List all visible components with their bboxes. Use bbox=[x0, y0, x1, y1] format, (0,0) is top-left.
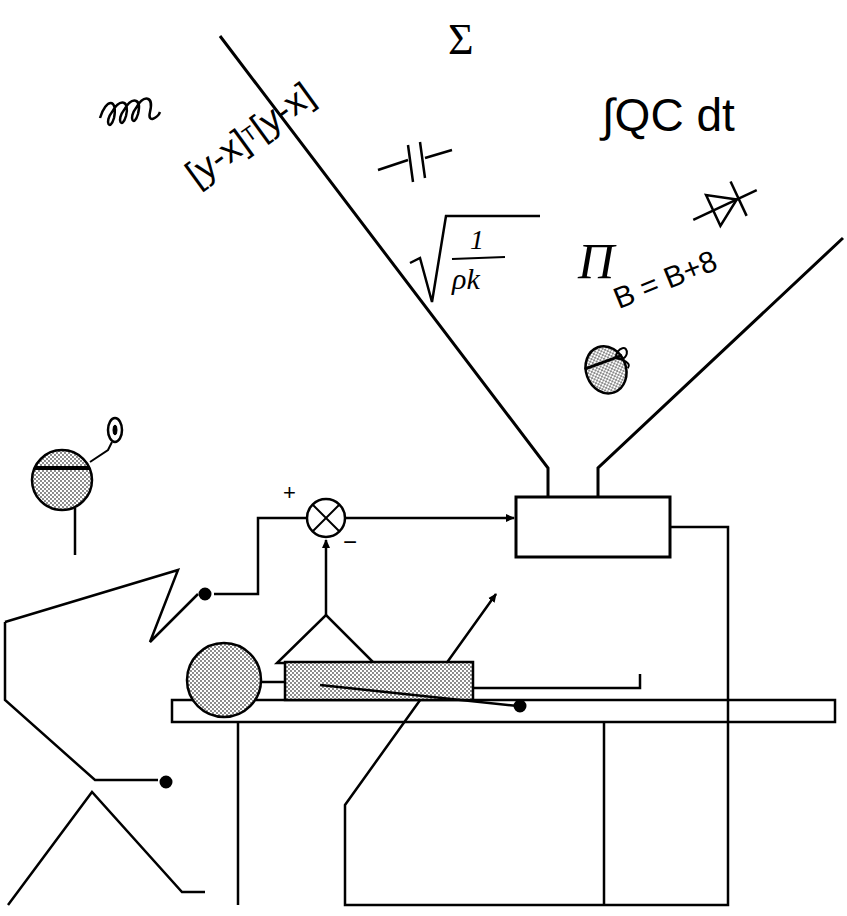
fraction-numerator: 1 bbox=[470, 226, 484, 254]
summing-cross bbox=[313, 505, 339, 531]
sensor-block bbox=[285, 662, 473, 700]
lever bbox=[320, 685, 518, 706]
eye-stalk bbox=[90, 442, 112, 462]
arm bbox=[5, 570, 198, 642]
feedback-wire bbox=[325, 540, 328, 615]
head-band bbox=[34, 466, 90, 470]
head bbox=[32, 450, 92, 510]
error-wire bbox=[345, 517, 514, 520]
integral-formula: ∫QC dt bbox=[602, 92, 735, 138]
neck bbox=[74, 508, 77, 555]
funnel bbox=[598, 238, 843, 497]
candy bbox=[579, 338, 639, 399]
table-leg bbox=[238, 722, 604, 905]
output-wire bbox=[345, 527, 728, 905]
residual-formula: [y-x]T[y-x] bbox=[179, 76, 320, 192]
knee-dot bbox=[161, 777, 171, 787]
shaft bbox=[261, 681, 285, 684]
eye bbox=[108, 418, 122, 442]
funnel bbox=[220, 36, 548, 497]
pupil bbox=[113, 425, 117, 435]
radical-sign bbox=[410, 216, 540, 302]
rod bbox=[473, 674, 640, 688]
diode-symbol bbox=[685, 173, 765, 237]
fraction-bar bbox=[452, 257, 505, 259]
capacitor-symbol bbox=[378, 142, 452, 182]
hand-dot bbox=[200, 589, 210, 599]
summing-junction bbox=[307, 499, 345, 537]
coil-symbol bbox=[100, 99, 160, 125]
sigma-symbol: Σ bbox=[448, 18, 474, 62]
plus-sign: + bbox=[283, 482, 296, 504]
pi-symbol: Π bbox=[578, 236, 614, 286]
motor-circle bbox=[187, 643, 261, 717]
legs bbox=[8, 792, 205, 905]
input-wire bbox=[214, 518, 307, 594]
assignment-statement: B = B+8 bbox=[609, 245, 721, 313]
minus-sign: − bbox=[343, 530, 357, 554]
processor-box bbox=[516, 497, 670, 557]
torso bbox=[5, 622, 158, 780]
amplifier-symbol bbox=[277, 615, 374, 663]
fraction-denominator: ρk bbox=[452, 264, 480, 294]
pivot-dot bbox=[515, 701, 525, 711]
